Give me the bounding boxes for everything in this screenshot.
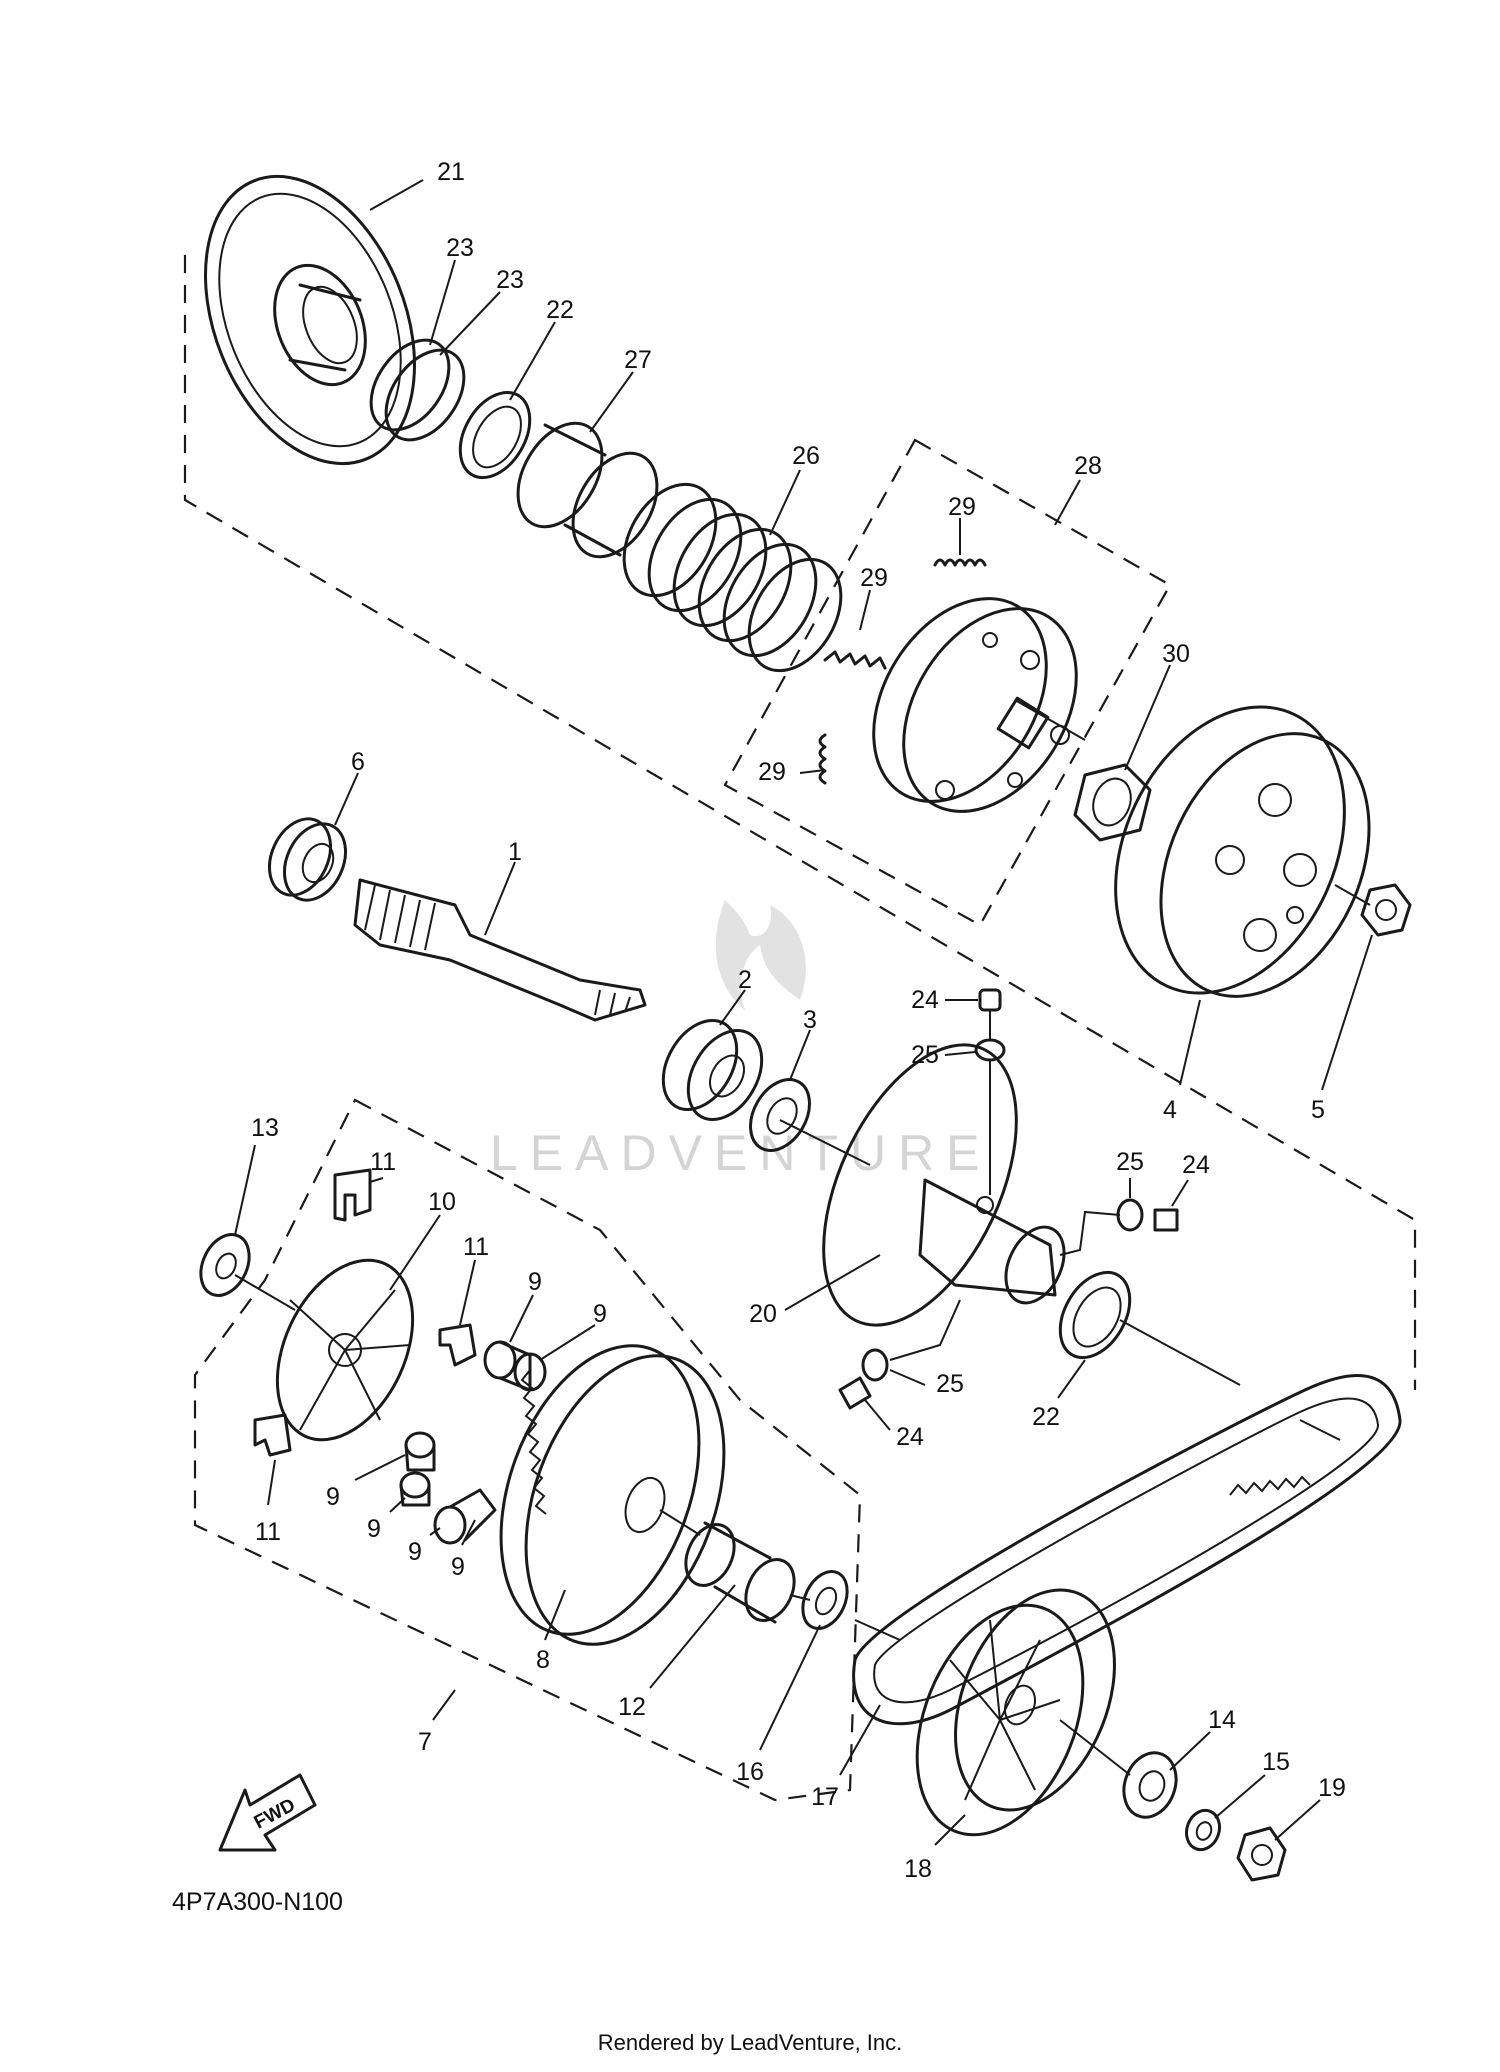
callout-c29b[interactable]: 29 — [860, 564, 888, 592]
washer-part-15[interactable] — [1181, 1806, 1225, 1855]
callout-c22b[interactable]: 22 — [1032, 1403, 1060, 1431]
secondary-sheave-part-21[interactable] — [166, 145, 455, 494]
fan-pulley-part-18[interactable] — [886, 1566, 1145, 1859]
callout-c3[interactable]: 3 — [803, 1006, 817, 1034]
washer-part-13[interactable] — [192, 1227, 259, 1304]
compression-spring-part-26[interactable] — [605, 468, 859, 687]
clutch-carrier-part-28[interactable] — [838, 567, 1112, 843]
callout-c1[interactable]: 1 — [508, 838, 522, 866]
primary-sheave-boundary — [193, 1098, 862, 1802]
sliding-sheave-part-20[interactable] — [784, 1015, 1075, 1355]
callout-c21[interactable]: 21 — [437, 158, 465, 186]
callout-c25a[interactable]: 25 — [911, 1041, 939, 1069]
callout-c16[interactable]: 16 — [736, 1758, 764, 1786]
callout-c18[interactable]: 18 — [904, 1855, 932, 1883]
v-belt-part-17[interactable] — [852, 1374, 1402, 1726]
callout-c11a[interactable]: 11 — [370, 1148, 396, 1176]
render-footer: Rendered by LeadVenture, Inc. — [598, 2030, 903, 2055]
callout-c15[interactable]: 15 — [1262, 1748, 1290, 1776]
oil-seal-rings-part-23[interactable] — [355, 326, 480, 455]
bearing-part-2[interactable] — [648, 1007, 776, 1132]
callout-c17[interactable]: 17 — [811, 1783, 839, 1811]
nut-part-5[interactable] — [1360, 883, 1412, 937]
callout-c9b[interactable]: 9 — [593, 1300, 607, 1328]
callout-c23a[interactable]: 23 — [446, 234, 474, 262]
callout-c27[interactable]: 27 — [624, 346, 652, 374]
callout-c20[interactable]: 20 — [749, 1300, 777, 1328]
callout-c9f[interactable]: 9 — [451, 1553, 465, 1581]
callout-c8[interactable]: 8 — [536, 1646, 550, 1674]
callout-c24b[interactable]: 24 — [1182, 1151, 1210, 1179]
callout-c4[interactable]: 4 — [1163, 1096, 1177, 1124]
clutch-assembly-boundary — [183, 255, 1417, 1390]
washer-part-16[interactable] — [794, 1564, 856, 1635]
callout-c9d[interactable]: 9 — [367, 1515, 381, 1543]
bearing-part-6[interactable] — [258, 809, 358, 910]
callout-c10[interactable]: 10 — [428, 1188, 456, 1216]
callout-c5[interactable]: 5 — [1311, 1096, 1325, 1124]
cam-plate-part-10[interactable] — [250, 1239, 439, 1462]
forward-direction-arrow-icon: FWD — [218, 1773, 317, 1852]
sliders-part-11[interactable] — [253, 1168, 477, 1457]
nut-part-19[interactable] — [1236, 1826, 1287, 1882]
callout-c11b[interactable]: 11 — [463, 1233, 489, 1261]
callout-c9c[interactable]: 9 — [326, 1483, 340, 1511]
watermark-text: LEADVENTURE — [490, 1125, 992, 1181]
callout-c9e[interactable]: 9 — [408, 1538, 422, 1566]
callout-c29a[interactable]: 29 — [948, 493, 976, 521]
weight-rollers-part-9[interactable] — [399, 1340, 547, 1545]
collar-part-12[interactable] — [677, 1517, 804, 1629]
oil-seal-part-22-lower[interactable] — [1046, 1260, 1144, 1370]
callout-c25c[interactable]: 25 — [936, 1370, 964, 1398]
callout-c6[interactable]: 6 — [351, 748, 365, 776]
callout-c26[interactable]: 26 — [792, 442, 820, 470]
callout-c2[interactable]: 2 — [738, 966, 752, 994]
callout-c7[interactable]: 7 — [418, 1728, 432, 1756]
callout-c24a[interactable]: 24 — [911, 986, 939, 1014]
clutch-nut-part-30[interactable] — [1073, 763, 1152, 842]
guide-collar-part-27[interactable] — [501, 409, 674, 572]
oil-seal-part-3[interactable] — [738, 1069, 821, 1161]
callout-c11c[interactable]: 11 — [255, 1518, 281, 1546]
callout-c14[interactable]: 14 — [1208, 1706, 1236, 1734]
callout-c19[interactable]: 19 — [1318, 1774, 1346, 1802]
clutch-housing-part-4[interactable] — [1071, 670, 1409, 1031]
clutch-springs-part-29[interactable] — [818, 558, 987, 785]
callout-c9a[interactable]: 9 — [528, 1268, 542, 1296]
lock-washer-part-14[interactable] — [1115, 1745, 1185, 1824]
oil-seal-part-22-upper[interactable] — [446, 380, 544, 490]
primary-shaft-part-1[interactable] — [353, 878, 647, 1022]
callout-c24c[interactable]: 24 — [896, 1423, 924, 1451]
part-callouts: 21 23 23 22 27 26 28 29 29 29 30 6 1 2 3… — [234, 158, 1373, 1883]
callout-c28[interactable]: 28 — [1074, 452, 1102, 480]
callout-c30[interactable]: 30 — [1162, 640, 1190, 668]
callout-c13[interactable]: 13 — [251, 1114, 279, 1142]
assembly-axis-lines — [234, 699, 1371, 1776]
callout-c12[interactable]: 12 — [618, 1693, 646, 1721]
callout-c23b[interactable]: 23 — [496, 266, 524, 294]
clutch-carrier-boundary — [723, 438, 1172, 927]
diagram-part-code: 4P7A300-N100 — [172, 1888, 343, 1916]
callout-c29c[interactable]: 29 — [758, 758, 786, 786]
watermark: LEADVENTURE — [490, 900, 992, 1181]
callout-c25b[interactable]: 25 — [1116, 1148, 1144, 1176]
callout-c22a[interactable]: 22 — [546, 296, 574, 324]
guide-pins-part-24-25[interactable] — [838, 988, 1179, 1410]
